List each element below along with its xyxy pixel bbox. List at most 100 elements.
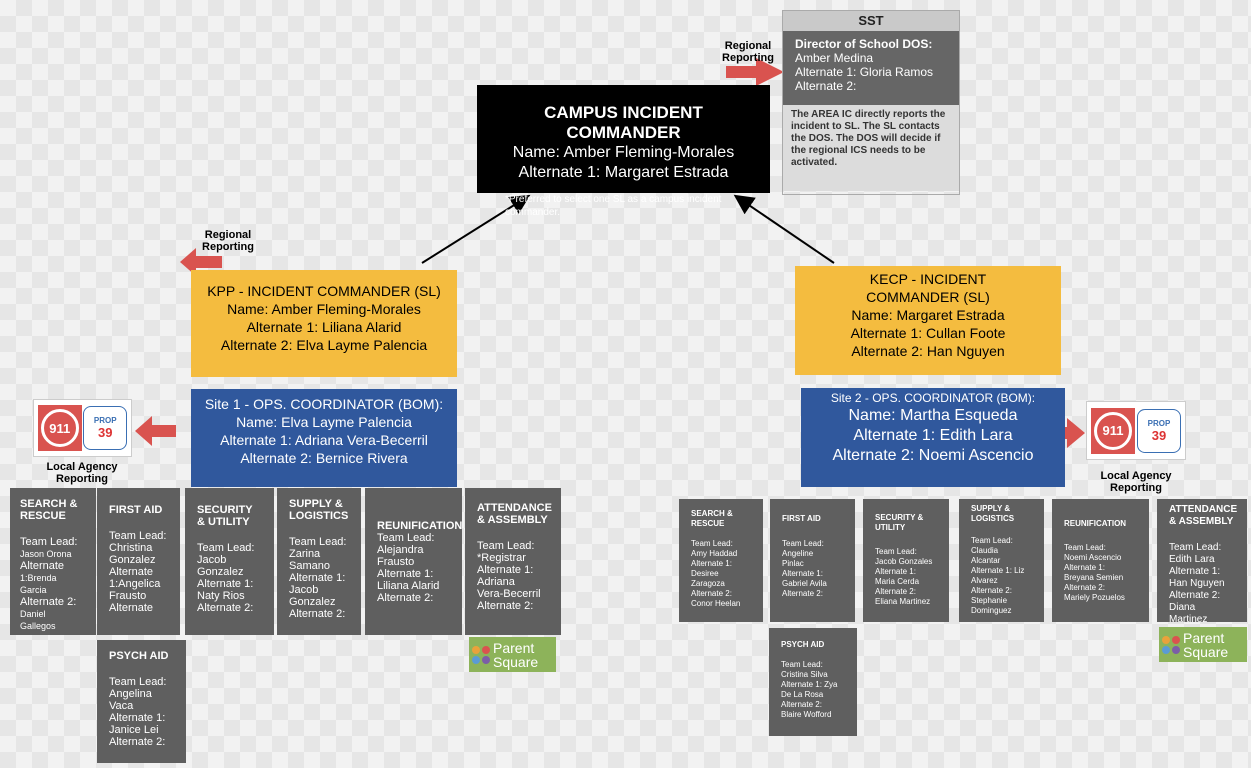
team-title: REUNIFICATION — [1064, 519, 1127, 528]
site1-team-first-aid: FIRST AID Team Lead: Christina Gonzalez … — [97, 488, 180, 635]
site2-team-security-utility: SECURITY & UTILITY Team Lead: Jacob Gonz… — [863, 499, 949, 622]
site2-name: Name: Martha Esqueda — [848, 407, 1018, 424]
site1-alt1: Alternate 1: Adriana Vera-Becerril — [220, 432, 428, 448]
site1-team-attendance-assembly: ATTENDANCE & ASSEMBLY Team Lead: *Regist… — [465, 488, 561, 635]
site2-alt1: Alternate 1: Edith Lara — [853, 427, 1013, 444]
team-line: Alternate 1: — [875, 567, 916, 576]
kpp-alt1: Alternate 1: Liliana Alarid — [246, 319, 402, 335]
team-line: Daniel — [20, 609, 46, 619]
team-line: Alternate — [20, 560, 65, 572]
campus-commander-title: CAMPUS INCIDENT COMMANDER — [544, 103, 703, 142]
team-title: SECURITY & UTILITY — [197, 504, 253, 528]
team-line: Naty Rios — [197, 590, 245, 602]
team-line: Christina — [109, 542, 153, 554]
team-line: Garcia — [20, 585, 47, 595]
team-line: Liliana Alarid — [377, 580, 440, 592]
team-line: Alternate 1: — [377, 568, 434, 580]
team-line: Gallegos — [20, 621, 56, 631]
team-line: Zaragoza — [691, 579, 725, 588]
parentsquare-logo-right: Parent Square — [1159, 627, 1247, 662]
kecp-incident-commander-box: KECP - INCIDENT COMMANDER (SL) Name: Mar… — [795, 266, 1061, 375]
prop-label: PROP — [1147, 418, 1171, 428]
team-line: Alternate 1: — [109, 712, 166, 724]
team-line: Team Lead: — [109, 530, 167, 542]
team-line: Alternate — [109, 602, 154, 614]
team-line: Pinlac — [782, 559, 804, 568]
site1-team-reunification: REUNIFICATION Team Lead: Alejandra Fraus… — [365, 488, 462, 635]
parentsquare-wordmark: Parent Square — [493, 641, 538, 669]
team-line: Gonzalez — [289, 596, 336, 608]
team-line: Team Lead: — [875, 547, 917, 556]
team-line: Team Lead: — [1169, 542, 1222, 553]
emergency-911-icon: 911 — [37, 405, 82, 451]
team-line: Desiree — [691, 569, 719, 578]
sst-note: The AREA IC directly reports the inciden… — [783, 105, 959, 191]
team-line: Alternate 2: — [109, 736, 166, 748]
911-badge: 911 — [40, 409, 79, 447]
parentsquare-dots-icon — [472, 645, 490, 664]
team-line: Alternate — [109, 566, 154, 578]
site1-title: Site 1 - OPS. COORDINATOR (BOM): — [204, 396, 444, 412]
prop-39-icon: PROP 39 — [83, 406, 128, 450]
team-line: Alternate 2: — [1064, 583, 1105, 592]
prop-number: 39 — [1151, 427, 1167, 443]
team-line: Gonzalez — [109, 554, 156, 566]
team-line: Alternate 1: Zya — [781, 680, 838, 689]
team-line: Alejandra — [377, 544, 424, 556]
kpp-alt2: Alternate 2: Elva Layme Palencia — [220, 337, 428, 353]
site2-team-attendance-assembly: ATTENDANCE & ASSEMBLY Team Lead: Edith L… — [1157, 499, 1247, 625]
regional-arrow-left — [180, 248, 222, 276]
parentsquare-word2: Square — [1183, 643, 1229, 660]
site2-team-first-aid: FIRST AID Team Lead: Angeline Pinlac Alt… — [770, 499, 855, 622]
team-line: Alternate 2: — [1169, 590, 1221, 601]
team-line: Conor Heelan — [691, 599, 741, 608]
local-arrow-left — [135, 416, 176, 446]
parentsquare-word1: Parent — [1183, 629, 1225, 646]
team-line: Alternate 2: — [20, 596, 77, 608]
local-agency-icons-left: 911 PROP 39 — [33, 399, 132, 457]
kecp-alt2: Alternate 2: Han Nguyen — [851, 343, 1005, 359]
team-line: Team Lead: — [691, 539, 733, 548]
team-line: Alcantar — [971, 556, 1001, 565]
campus-commander-alt1: Alternate 1: Margaret Estrada — [518, 164, 729, 181]
site1-alt2: Alternate 2: Bernice Rivera — [240, 450, 408, 466]
team-line: Alternate 1: — [1169, 566, 1221, 577]
team-title: SECURITY & UTILITY — [875, 513, 924, 532]
team-line: Angeline — [782, 549, 814, 558]
team-title: ATTENDANCE & ASSEMBLY — [1169, 504, 1238, 527]
team-line: Team Lead: — [782, 539, 824, 548]
parentsquare-wordmark: Parent Square — [1183, 631, 1228, 659]
connector-kpp-to-campus — [421, 194, 531, 264]
local-agency-icons-right: 911 PROP 39 — [1086, 401, 1186, 460]
sst-alt1: Alternate 1: Gloria Ramos — [795, 65, 934, 79]
team-line: Han Nguyen — [1169, 578, 1225, 589]
team-title: ATTENDANCE & ASSEMBLY — [477, 502, 552, 526]
campus-incident-commander-box: CAMPUS INCIDENT COMMANDER Name: Amber Fl… — [477, 85, 770, 218]
prop-number: 39 — [98, 425, 113, 440]
team-line: Alternate 2: — [781, 700, 822, 709]
team-line: Team Lead: — [20, 536, 78, 548]
emergency-911-icon: 911 — [1091, 407, 1135, 454]
team-line: Maria Cerda — [875, 577, 920, 586]
team-line: Alternate 2: — [782, 589, 823, 598]
parentsquare-word1: Parent — [493, 639, 535, 656]
team-line: Team Lead: — [1064, 543, 1106, 552]
campus-commander-name: Name: Amber Fleming-Morales — [512, 144, 735, 161]
local-agency-label-right: Local Agency Reporting — [1100, 470, 1172, 494]
sst-title: SST — [783, 11, 959, 31]
site1-ops-coordinator-box: Site 1 - OPS. COORDINATOR (BOM): Name: E… — [191, 389, 457, 487]
team-line: Frausto — [377, 556, 415, 568]
team-title: REUNIFICATION — [377, 520, 463, 532]
parentsquare-word2: Square — [493, 653, 539, 670]
team-line: Edith Lara — [1169, 554, 1215, 565]
team-line: 1:Brenda — [20, 573, 57, 583]
sst-alt2: Alternate 2: — [795, 79, 857, 93]
team-line: Alternate 2: — [477, 600, 534, 612]
site2-alt2: Alternate 2: Noemi Ascencio — [832, 447, 1034, 464]
connector-kecp-to-campus — [733, 194, 835, 264]
team-line: Alternate 2: — [971, 586, 1012, 595]
site2-ops-coordinator-box: Site 2 - OPS. COORDINATOR (BOM): Name: M… — [801, 388, 1065, 487]
regional-arrow-top — [726, 58, 784, 86]
site1-name: Name: Elva Layme Palencia — [236, 414, 412, 430]
team-line: Team Lead: — [377, 532, 435, 544]
